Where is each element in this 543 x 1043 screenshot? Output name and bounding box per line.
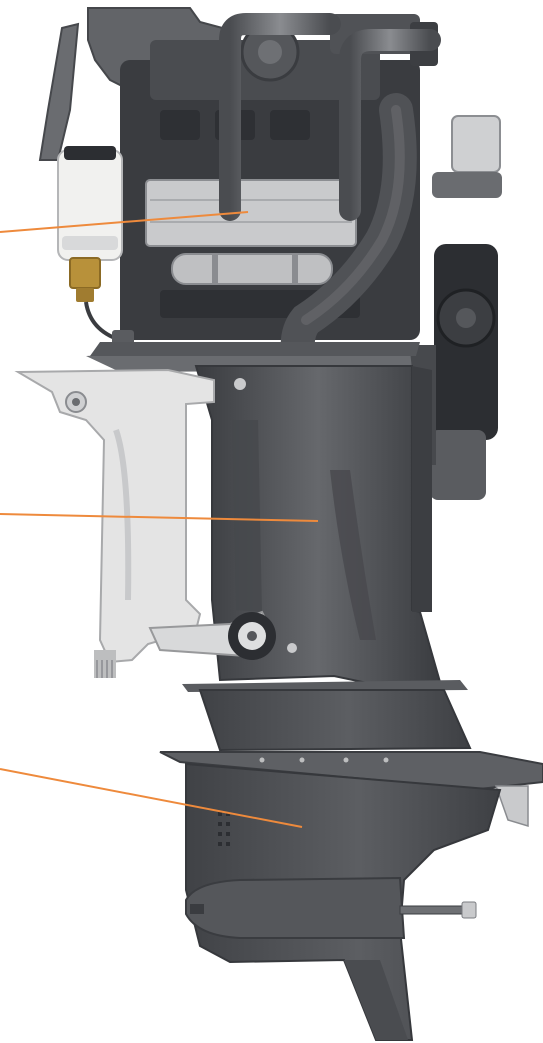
raw-water-pump [451, 115, 501, 173]
propeller-shaft [399, 905, 465, 915]
lower-unit [159, 680, 543, 1041]
lifting-bracket [38, 22, 80, 161]
brass-fitting [69, 257, 101, 289]
intake-pipe-outer [339, 29, 441, 221]
intake-pipe [219, 13, 341, 221]
water-intake-holes [218, 812, 230, 846]
callout-line-lower-unit [0, 768, 303, 828]
powerhead [38, 7, 502, 500]
midsection [14, 342, 442, 686]
callout-lines [0, 211, 319, 828]
leg-housing [198, 689, 472, 752]
callout-line-powerhead [0, 211, 249, 233]
heat-exchanger [171, 253, 333, 285]
plate-bolts [259, 757, 389, 763]
torpedo-nose [185, 876, 406, 939]
trim-tab [494, 785, 529, 828]
charge-air-cooler [145, 179, 357, 247]
skeg [344, 960, 408, 1040]
callout-line-midsection [0, 513, 319, 522]
